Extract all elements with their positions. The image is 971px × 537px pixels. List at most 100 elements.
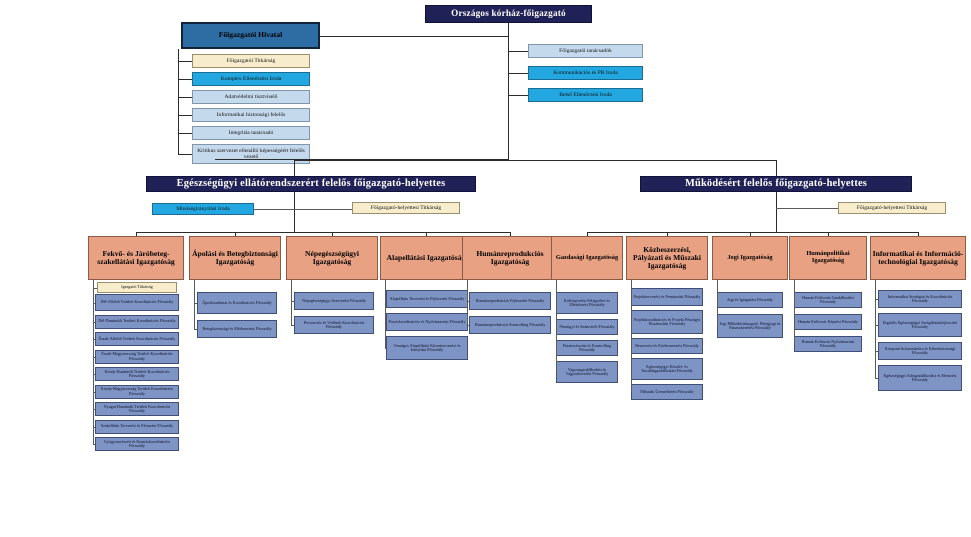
root-staff-0-label: Főigazgatói tanácsadók: [559, 47, 612, 54]
root-staff-1-label: Kommunikációs és PR Iroda: [553, 69, 618, 76]
department-operations-3-1[interactable]: Humán Erőforrás Képzési Főosztály: [794, 314, 862, 330]
department-health-0-6[interactable]: Nyugat-Dunántúli Területi Koordinációs F…: [95, 402, 179, 416]
office-staff-3[interactable]: Informatikai biztonsági felelős: [192, 108, 310, 122]
department-health-0-5[interactable]: Közép-Magyarország Területi Koordinációs…: [95, 384, 179, 399]
department-operations-4-0[interactable]: Informatikai Stratégiai és Koordinációs …: [878, 290, 962, 308]
connector-h: [178, 133, 192, 134]
department-operations-3-2[interactable]: Humán Erőforrás Nyilvántartási Főosztály: [794, 336, 862, 352]
department-operations-0-1[interactable]: Pénzügyi és Számviteli Főosztály: [556, 319, 618, 335]
department-health-3-2[interactable]: Országos Alapellátási Körzettervezési és…: [386, 336, 468, 360]
directorate-operations-2[interactable]: Jogi Igazgatóság: [712, 236, 788, 280]
deputy-secretariat-operations[interactable]: Főigazgató-helyettesi Titkárság: [838, 202, 946, 214]
root-staff-1[interactable]: Kommunikációs és PR Iroda: [528, 66, 643, 80]
connector-h: [194, 303, 197, 304]
directorate-secretariat-health-0-label: Igazgatói Titkárság: [121, 284, 153, 290]
deputy-office-health-label: Minőségirányítási Iroda: [176, 205, 230, 212]
connector-h: [875, 351, 878, 352]
department-operations-0-0-label: Költségvetési Felügyeleti és Ellenőrzési…: [563, 297, 611, 307]
connector-h: [320, 36, 508, 37]
office-staff-4[interactable]: Integritás tanácsadó: [192, 126, 310, 140]
deputy-title-operations[interactable]: Működésért felelős főigazgató-helyettes: [640, 176, 912, 192]
department-health-4-1[interactable]: Humánreprodukciós Kontrolling Főosztály: [469, 316, 551, 334]
connector-v: [875, 280, 876, 378]
deputy-secretariat-health[interactable]: Főigazgató-helyettesi Titkárság: [352, 202, 460, 214]
connector-v: [556, 280, 557, 372]
department-operations-1-3[interactable]: Egészségügyi Készlet- és Tartalékgazdálk…: [631, 358, 703, 380]
directorate-operations-0-label: Gazdasági Igazgatóság: [555, 253, 619, 261]
department-health-1-1[interactable]: Betegbiztonsági és Módszertani Főosztály: [197, 320, 277, 338]
department-health-0-2[interactable]: Észak-Alföldi Területi Koordinációs Főos…: [95, 332, 179, 346]
office-staff-0[interactable]: Főigazgatói Titkárság: [192, 54, 310, 68]
directorate-health-1[interactable]: Ápolási és Betegbiztonsági Igazgatóság: [189, 236, 281, 280]
department-health-0-8[interactable]: Gyógyszerészeti és Kutatáskoordinációs F…: [95, 437, 179, 451]
directorate-health-4-label: Humánreprodukciós Igazgatóság: [476, 248, 544, 266]
root-staff-0[interactable]: Főigazgatói tanácsadók: [528, 44, 643, 58]
directorate-health-3[interactable]: Alapellátási Igazgatóság: [380, 236, 472, 280]
department-health-3-1-label: Praxiskoordinációs és Nyilvántartási Főo…: [388, 318, 466, 324]
department-operations-3-0[interactable]: Humán Erőforrás Gazdálkodási Főosztály: [794, 292, 862, 308]
office-staff-1[interactable]: Komplex Ellenőrzési Iroda: [192, 72, 310, 86]
department-health-3-0[interactable]: Alapellátás Tervezési és Fejlesztési Főo…: [386, 290, 468, 308]
department-health-3-1[interactable]: Praxiskoordinációs és Nyilvántartási Főo…: [386, 313, 468, 331]
office-staff-2[interactable]: Adatvédelmi tisztviselő: [192, 90, 310, 104]
department-health-0-6-label: Nyugat-Dunántúli Területi Koordinációs F…: [103, 403, 171, 413]
department-operations-0-2-label: Finanszírozási és Kontrolling Főosztály: [562, 342, 612, 352]
department-operations-1-2-label: Beszerzési és Közbeszerzési Főosztály: [635, 342, 699, 348]
department-health-2-1-label: Prevenciós és Védőnői Koordinációs Főosz…: [303, 319, 365, 329]
directorate-health-2[interactable]: Népegészségügyi Igazgatóság: [286, 236, 378, 280]
department-operations-1-2[interactable]: Beszerzési és Közbeszerzési Főosztály: [631, 338, 703, 354]
office-staff-2-label: Adatvédelmi tisztviselő: [224, 93, 278, 100]
department-operations-0-2[interactable]: Finanszírozási és Kontrolling Főosztály: [556, 340, 618, 356]
department-health-4-0-label: Humánreprodukciós Fejlesztési Főosztály: [475, 297, 545, 303]
department-health-0-7[interactable]: Szakellátás Tervezési és Elemzési Főoszt…: [95, 419, 179, 434]
directorate-operations-1[interactable]: Közbeszerzési, Pályázati és Műszaki Igaz…: [626, 236, 708, 280]
directorate-operations-3[interactable]: Humánpolitikai Igazgatóság: [789, 236, 867, 280]
connector-h: [875, 378, 878, 379]
department-operations-0-3[interactable]: Vagyongazdálkodási és Vagyonkezelési Főo…: [556, 361, 618, 383]
department-operations-2-0-label: Jogi és Igazgatási Főosztály: [727, 296, 773, 302]
connector-h: [467, 301, 469, 302]
department-operations-2-1[interactable]: Jogi Működéstámogató, Betegjogi és Panas…: [717, 314, 783, 338]
department-operations-0-1-label: Pénzügyi és Számviteli Főosztály: [559, 323, 615, 329]
directorate-health-4[interactable]: Humánreprodukciós Igazgatóság: [462, 236, 558, 280]
department-health-0-4[interactable]: Közép-Dunántúli Területi Koordinációs Fő…: [95, 367, 179, 381]
department-operations-0-0[interactable]: Költségvetési Felügyeleti és Ellenőrzési…: [556, 292, 618, 314]
directorate-operations-4[interactable]: Informatikai és Információ-technológiai …: [870, 236, 966, 280]
directorate-operations-0[interactable]: Gazdasági Igazgatóság: [551, 236, 623, 280]
department-operations-4-1[interactable]: Digitális Egészségügyi Szolgáltatásfejle…: [878, 313, 962, 337]
department-operations-1-4[interactable]: Műszaki Üzemeltetési Főosztály: [631, 384, 703, 400]
directorate-secretariat-health-0[interactable]: Igazgatói Titkárság: [97, 282, 177, 293]
directorate-health-0[interactable]: Fekvő- és Járóbeteg-szakellátási Igazgat…: [88, 236, 184, 280]
department-operations-1-1-label: Projektkoordinációs és Projekt Pénzügyi …: [633, 316, 701, 326]
department-operations-2-0[interactable]: Jogi és Igazgatási Főosztály: [717, 292, 783, 308]
department-operations-4-3-label: Egészségügyi Adatgazdálkodási és Elemzés…: [883, 372, 957, 382]
department-operations-4-3[interactable]: Egészségügyi Adatgazdálkodási és Elemzés…: [878, 365, 962, 391]
department-health-3-0-label: Alapellátás Tervezési és Fejlesztési Főo…: [389, 295, 465, 301]
connector-h: [776, 208, 838, 209]
department-health-1-0[interactable]: Ápolásszakmai és Koordinációs Főosztály: [197, 292, 277, 314]
office-staff-0-label: Főigazgatói Titkárság: [226, 57, 276, 64]
department-health-4-0[interactable]: Humánreprodukciós Fejlesztési Főosztály: [469, 292, 551, 310]
connector-h: [508, 51, 528, 52]
department-health-0-0[interactable]: Dél-Alföldi Területi Koordinációs Főoszt…: [95, 294, 179, 311]
connector-v: [385, 280, 386, 348]
department-health-2-0[interactable]: Népegészségügyi Szervezési Főosztály: [294, 292, 374, 310]
deputy-title-health[interactable]: Egészségügyi ellátórendszerért felelős f…: [146, 176, 476, 192]
connector-v: [332, 232, 333, 236]
department-health-0-1[interactable]: Dél-Dunántúli Területi Koordinációs Főos…: [95, 314, 179, 329]
department-health-0-3[interactable]: Észak-Magyarország Területi Koordinációs…: [95, 349, 179, 364]
deputy-office-health[interactable]: Minőségirányítási Iroda: [152, 203, 254, 215]
connector-h: [93, 339, 95, 340]
department-operations-1-1[interactable]: Projektkoordinációs és Projekt Pénzügyi …: [631, 310, 703, 334]
department-health-2-1[interactable]: Prevenciós és Védőnői Koordinációs Főosz…: [294, 316, 374, 334]
root-staff-2[interactable]: Belső Ellenőrzési Iroda: [528, 88, 643, 102]
department-operations-1-0[interactable]: Projekttervezési és Fenntartási Főosztál…: [631, 288, 703, 306]
fogazgatoi-hivatal-node[interactable]: Főigazgatói Hivatal: [181, 22, 320, 49]
department-operations-4-2[interactable]: Központi Infrastruktúra és Kiberbiztonsá…: [878, 342, 962, 360]
connector-h: [93, 426, 95, 428]
connector-v: [750, 232, 751, 236]
root-node[interactable]: Országos kórház-főigazgató: [425, 5, 592, 23]
office-staff-5[interactable]: Kritikus szervezet ellenálló képességéér…: [192, 144, 310, 164]
connector-v: [717, 280, 718, 326]
